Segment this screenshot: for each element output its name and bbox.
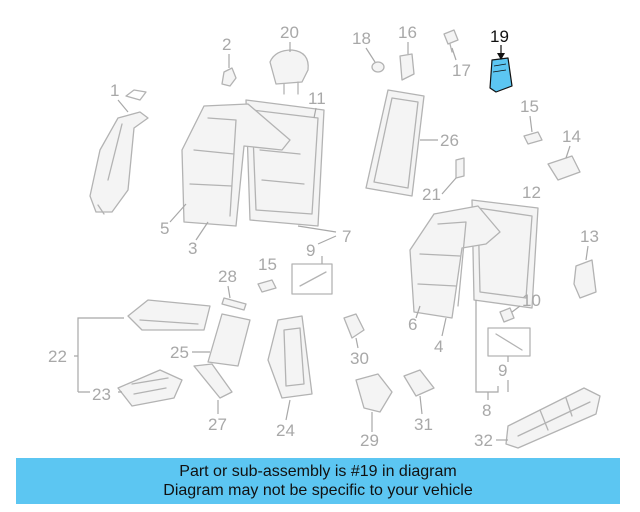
part-3-seatback-cushion[interactable]: [181, 103, 291, 227]
part-15-screw-left[interactable]: [257, 279, 277, 293]
callout-11: 11: [308, 89, 326, 108]
callout-19-arrowhead: [497, 53, 505, 60]
callout-20: 20: [280, 23, 299, 42]
part-27-cover[interactable]: [193, 363, 233, 399]
callout-29: 29: [360, 431, 379, 450]
part-31-clip[interactable]: [403, 369, 435, 397]
callout-13: 13: [580, 227, 599, 246]
info-banner: Part or sub-assembly is #19 in diagram D…: [16, 458, 620, 504]
part-32-trim[interactable]: [505, 387, 601, 449]
callout-26: 26: [440, 131, 459, 150]
callout-24: 24: [276, 421, 295, 440]
banner-line-2: Diagram may not be specific to your vehi…: [163, 482, 473, 499]
callout-9-left: 9: [306, 241, 315, 260]
callout-16: 16: [398, 23, 417, 42]
part-25-pad[interactable]: [207, 313, 251, 367]
callout-2: 2: [222, 35, 231, 54]
part-26-frame[interactable]: [365, 89, 425, 197]
part-20-headrest[interactable]: [269, 49, 309, 95]
callout-18: 18: [352, 29, 371, 48]
part-1-side-trim[interactable]: [89, 89, 149, 215]
part-2-clip[interactable]: [221, 67, 237, 87]
callout-3: 3: [188, 239, 197, 258]
part-13-cover[interactable]: [573, 259, 597, 299]
callout-25: 25: [170, 343, 189, 362]
callout-27: 27: [208, 415, 227, 434]
part-29-bracket[interactable]: [355, 373, 393, 413]
part-18-grommet[interactable]: [371, 61, 385, 73]
callout-4: 4: [434, 337, 443, 356]
part-16-bracket[interactable]: [399, 53, 415, 81]
part-19-highlighted[interactable]: [489, 57, 513, 93]
callout-22: 22: [48, 347, 67, 366]
callout-1: 1: [110, 81, 119, 100]
callout-10: 10: [522, 291, 541, 310]
callout-12: 12: [522, 183, 541, 202]
callout-14: 14: [562, 127, 581, 146]
callout-15-left: 15: [258, 255, 277, 274]
callout-7: 7: [342, 227, 351, 246]
callout-5: 5: [160, 219, 169, 238]
part-9-bolt-set-left[interactable]: [291, 263, 333, 295]
part-15-screw-right[interactable]: [523, 131, 543, 145]
callout-31: 31: [414, 415, 433, 434]
callout-6: 6: [408, 315, 417, 334]
part-10-clip[interactable]: [499, 307, 515, 323]
callout-30: 30: [350, 349, 369, 368]
callout-21: 21: [422, 185, 441, 204]
part-14-bracket[interactable]: [547, 155, 581, 181]
callout-15-right: 15: [520, 97, 539, 116]
part-22-panel[interactable]: [127, 299, 211, 331]
callout-32: 32: [474, 431, 493, 450]
part-24-armrest[interactable]: [267, 315, 313, 399]
part-23-mat[interactable]: [117, 369, 183, 407]
part-21-bolt[interactable]: [455, 157, 465, 179]
part-4-seatback-cushion[interactable]: [409, 205, 501, 319]
part-30-cap[interactable]: [343, 313, 365, 339]
callout-17: 17: [452, 61, 471, 80]
part-9-bolt-set-right[interactable]: [487, 327, 531, 357]
banner-line-1: Part or sub-assembly is #19 in diagram: [179, 463, 457, 480]
callout-9-right: 9: [498, 361, 507, 380]
callout-23: 23: [92, 385, 111, 404]
callout-8: 8: [482, 401, 491, 420]
callout-19: 19: [490, 27, 509, 46]
part-17-screw[interactable]: [443, 29, 459, 53]
part-28-strip[interactable]: [221, 297, 247, 311]
callout-28: 28: [218, 267, 237, 286]
